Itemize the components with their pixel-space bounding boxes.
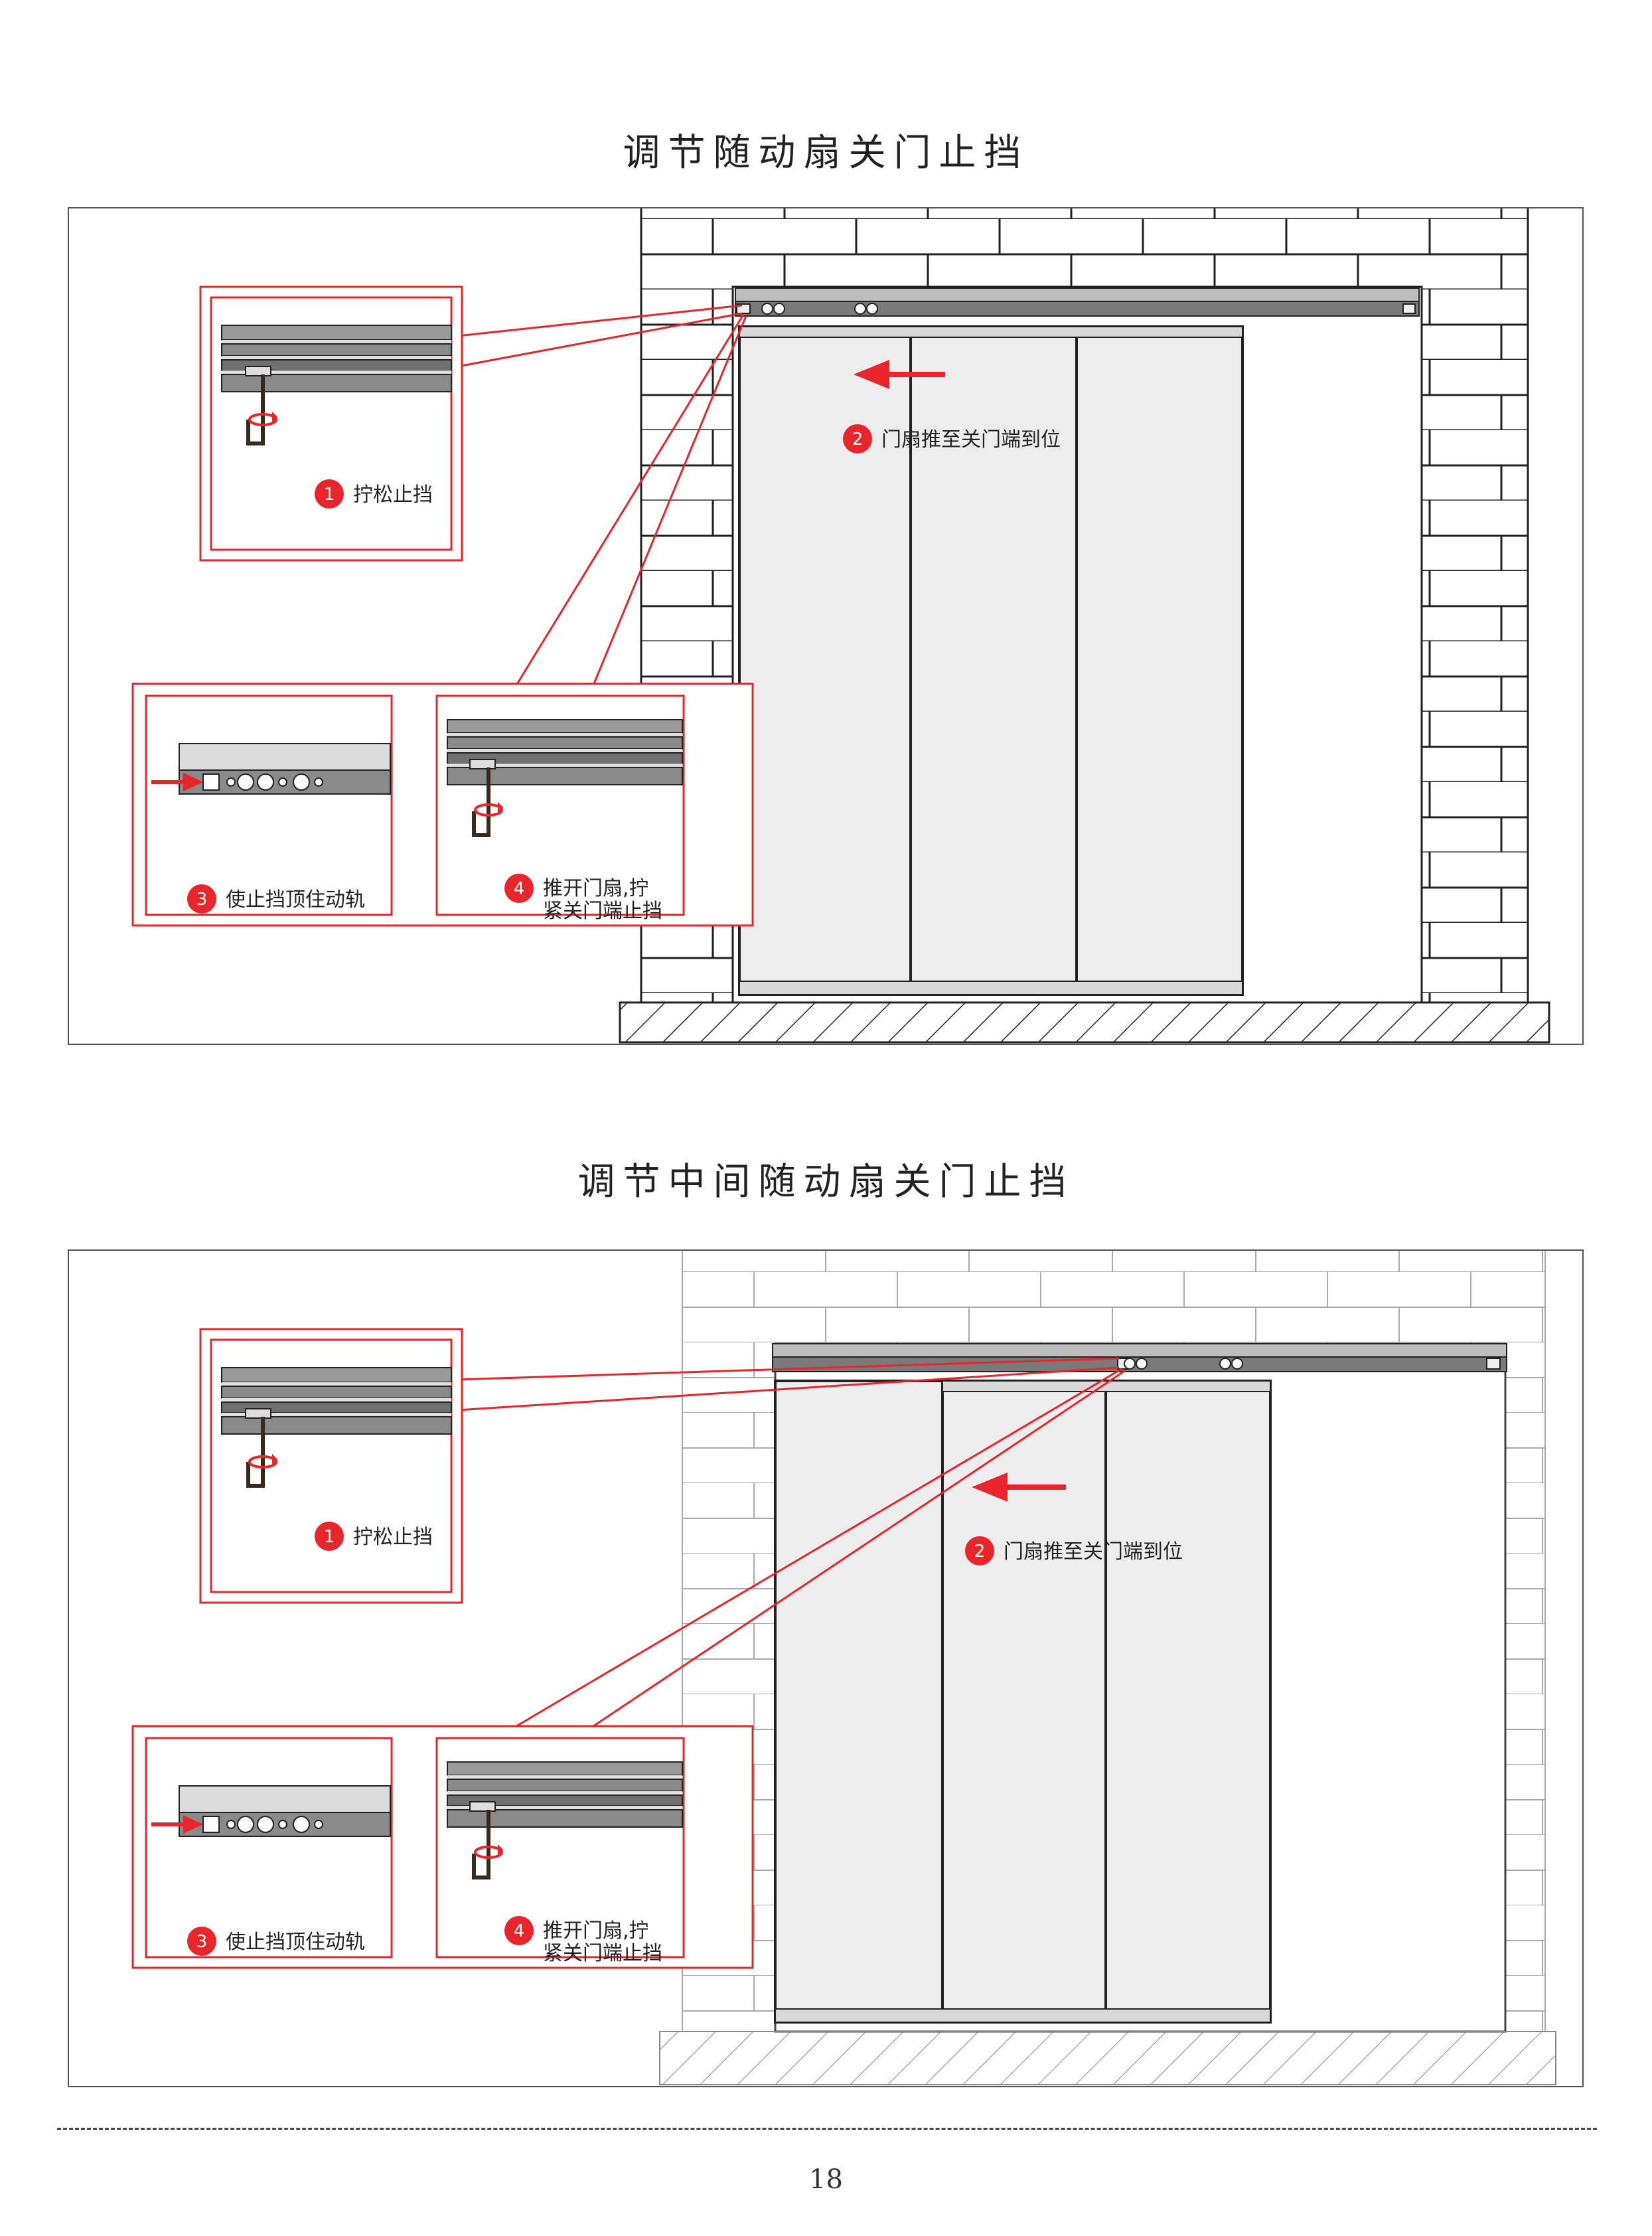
- step-3-badge: [187, 1927, 216, 1956]
- diagram-top-svg: 2 门扇推至关门端到位 1 拧松止挡: [131, 208, 1550, 1044]
- inset-step-3-4: 3 使止挡顶住动轨 4 推开门扇,拧 紧关门端止挡: [131, 1725, 754, 1969]
- step-3-badge: [187, 884, 216, 914]
- step-3-number: 3: [196, 890, 208, 910]
- diagram-bottom-svg: 2 门扇推至关门端到位 1 拧松止挡: [131, 1251, 1556, 2085]
- diagram-panel-bottom: 2 门扇推至关门端到位 1 拧松止挡: [68, 1249, 1584, 2087]
- step-3-number: 3: [196, 1932, 208, 1952]
- inset-step-3-4: 3 使止挡顶住动轨 4 推开门扇,拧 紧关门端止挡: [131, 682, 754, 927]
- rotate-arrow-icon: [248, 1454, 277, 1469]
- inset-step-1: 1 拧松止挡: [199, 285, 463, 562]
- hex-key-icon: [472, 1810, 490, 1879]
- floor-hatch: [619, 1001, 1550, 1044]
- hex-key-icon: [246, 1417, 265, 1488]
- rotate-arrow-icon: [474, 802, 503, 817]
- step-1-badge: [315, 1522, 344, 1551]
- step-4-label-line2: 紧关门端止挡: [543, 1942, 662, 1965]
- page-title-top: 调节随动扇关门止挡: [623, 131, 1029, 175]
- step-2-number: 2: [974, 1542, 986, 1561]
- step-1-label: 拧松止挡: [353, 483, 433, 507]
- step-4-label-line1: 推开门扇,拧: [543, 877, 649, 900]
- footer-divider: [57, 2128, 1597, 2130]
- step-1-number: 1: [324, 1527, 335, 1547]
- top-track: [735, 287, 1420, 317]
- step-4-number: 4: [514, 879, 525, 899]
- step-1-badge: [315, 479, 344, 509]
- step-3-label: 使止挡顶住动轨: [226, 888, 365, 912]
- step-2-label: 门扇推至关门端到位: [1004, 1540, 1183, 1563]
- push-arrow-icon: [151, 1815, 203, 1834]
- push-arrow-icon: [151, 773, 203, 791]
- step-4-badge: [504, 874, 534, 903]
- rotate-arrow-icon: [248, 412, 277, 426]
- step-4-label-line2: 紧关门端止挡: [543, 900, 662, 923]
- step-4-number: 4: [514, 1921, 525, 1941]
- step-2-label: 门扇推至关门端到位: [881, 428, 1061, 451]
- push-arrow-icon: [854, 360, 945, 389]
- diagram-panel-top: 2 门扇推至关门端到位 1 拧松止挡: [68, 207, 1584, 1045]
- inset-step-1: 1 拧松止挡: [199, 1328, 463, 1604]
- door-leaves: [738, 325, 1244, 996]
- step-3-label: 使止挡顶住动轨: [226, 1931, 365, 1954]
- rotate-arrow-icon: [474, 1844, 503, 1859]
- step-2-number: 2: [852, 430, 864, 449]
- page-title-bottom: 调节中间随动扇关门止挡: [577, 1160, 1075, 1204]
- step-4-badge: [504, 1916, 534, 1945]
- push-arrow-icon: [972, 1473, 1066, 1502]
- step-1-label: 拧松止挡: [353, 1526, 433, 1549]
- hex-key-icon: [246, 374, 265, 445]
- floor-hatch: [659, 2031, 1556, 2085]
- callout-leaders: [457, 1357, 1126, 1727]
- step-2-badge: [965, 1536, 994, 1565]
- step-4-label-line1: 推开门扇,拧: [543, 1919, 649, 1943]
- top-track: [772, 1343, 1507, 1372]
- page-number: 18: [809, 2164, 843, 2195]
- step-2-badge: [843, 424, 872, 453]
- hex-key-icon: [472, 767, 490, 837]
- door-leaves: [774, 1380, 1272, 2024]
- step-1-number: 1: [324, 485, 335, 505]
- callout-leaders: [457, 304, 747, 686]
